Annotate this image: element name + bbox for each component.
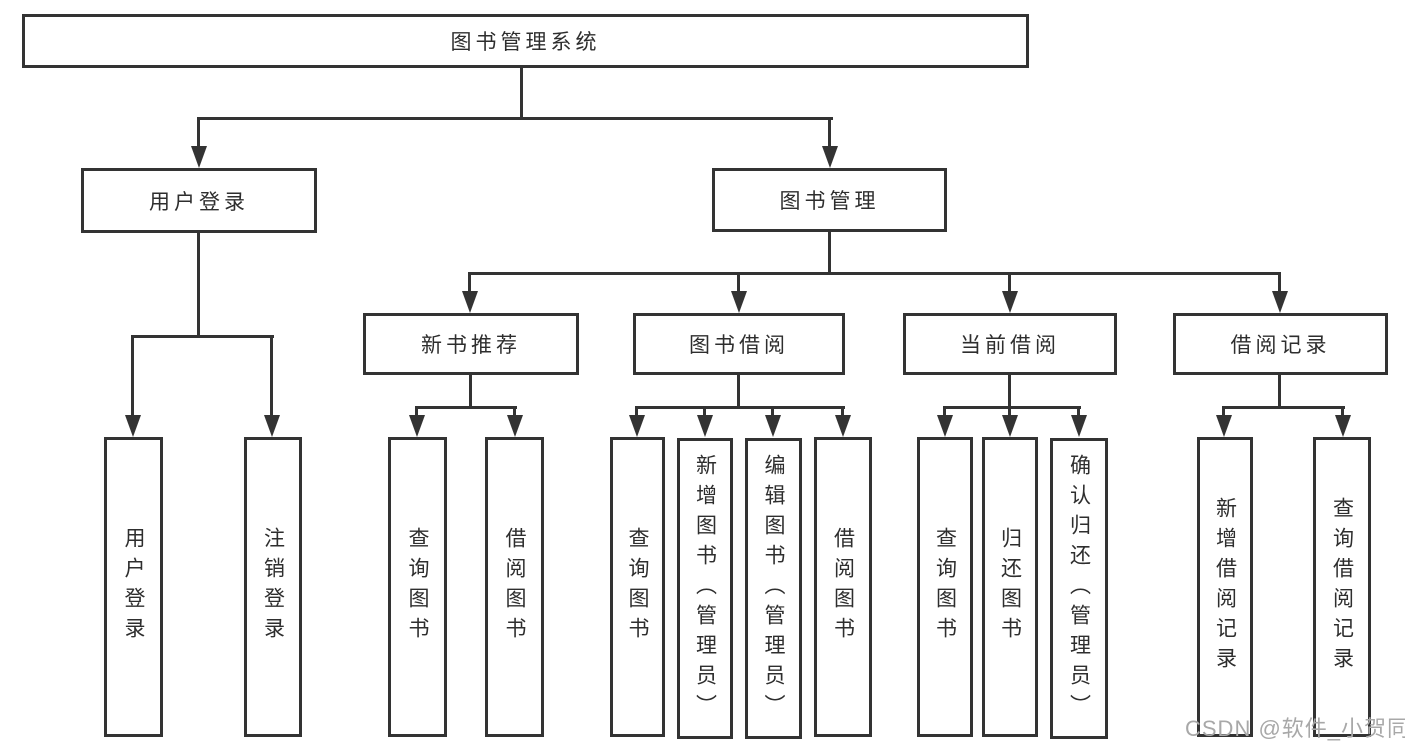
connector-line <box>415 406 418 417</box>
connector-line <box>131 335 134 417</box>
arrowhead-down-icon <box>1272 291 1288 313</box>
csdn-watermark: CSDN @软件_小贺同学 <box>1185 716 1405 741</box>
connector-line <box>1008 375 1011 408</box>
leaf-borrowrecord-add-label: 新增借阅记录 <box>1213 497 1237 677</box>
arrowhead-down-icon <box>125 415 141 437</box>
node-book-management-label: 图书管理 <box>779 190 880 213</box>
connector-line <box>415 406 517 409</box>
leaf-bookborrow-query: 查询图书 <box>610 437 665 737</box>
node-borrow-record: 借阅记录 <box>1173 313 1388 375</box>
arrowhead-down-icon <box>629 415 645 437</box>
leaf-borrowrecord-add: 新增借阅记录 <box>1197 437 1253 737</box>
arrowhead-down-icon <box>731 291 747 313</box>
connector-line <box>131 335 274 338</box>
arrowhead-down-icon <box>462 291 478 313</box>
connector-line <box>635 406 845 409</box>
connector-line <box>197 117 200 149</box>
connector-line <box>737 375 740 408</box>
node-user-login-label: 用户登录 <box>149 190 249 214</box>
leaf-bookborrow-add: 新增图书（管理员） <box>677 438 733 739</box>
node-current-borrow-label: 当前借阅 <box>960 334 1060 357</box>
connector-line <box>1278 375 1281 408</box>
connector-line <box>468 272 471 293</box>
connector-line <box>943 406 946 417</box>
node-root-label: 图书管理系统 <box>450 31 601 54</box>
node-user-login: 用户登录 <box>81 168 317 233</box>
leaf-borrowrecord-query: 查询借阅记录 <box>1313 437 1371 737</box>
node-book-borrow-label: 图书借阅 <box>689 334 789 357</box>
leaf-newbook-query-label: 查询图书 <box>406 527 429 647</box>
leaf-user-login-label: 用户登录 <box>122 527 145 647</box>
leaf-currentborrow-confirm-label: 确认归还（管理员） <box>1067 453 1091 724</box>
leaf-bookborrow-edit-label: 编辑图书（管理员） <box>762 453 785 724</box>
leaf-user-login: 用户登录 <box>104 437 163 737</box>
leaf-newbook-borrow-label: 借阅图书 <box>503 527 526 647</box>
connector-line <box>635 406 638 417</box>
node-borrow-record-label: 借阅记录 <box>1230 334 1331 357</box>
leaf-newbook-borrow: 借阅图书 <box>485 437 544 737</box>
connector-line <box>1341 406 1344 417</box>
leaf-logout-label: 注销登录 <box>261 527 285 647</box>
arrowhead-down-icon <box>937 415 953 437</box>
arrowhead-down-icon <box>1002 291 1018 313</box>
node-root: 图书管理系统 <box>22 14 1029 68</box>
leaf-newbook-query: 查询图书 <box>388 437 447 737</box>
connector-line <box>1278 272 1281 293</box>
leaf-bookborrow-borrow-label: 借阅图书 <box>831 527 855 647</box>
connector-line <box>520 68 523 119</box>
leaf-currentborrow-confirm: 确认归还（管理员） <box>1050 438 1108 739</box>
connector-line <box>1008 406 1011 417</box>
arrowhead-down-icon <box>1071 415 1087 437</box>
connector-line <box>1222 406 1345 409</box>
arrowhead-down-icon <box>765 415 781 437</box>
leaf-currentborrow-query-label: 查询图书 <box>933 527 957 647</box>
connector-line <box>828 232 831 274</box>
connector-line <box>469 375 472 408</box>
arrowhead-down-icon <box>835 415 851 437</box>
connector-line <box>513 406 516 417</box>
connector-line <box>828 117 831 149</box>
connector-line <box>703 406 706 417</box>
arrowhead-down-icon <box>409 415 425 437</box>
arrowhead-down-icon <box>1002 415 1018 437</box>
connector-line <box>841 406 844 417</box>
leaf-bookborrow-add-label: 新增图书（管理员） <box>693 453 717 724</box>
leaf-currentborrow-return-label: 归还图书 <box>998 527 1022 647</box>
leaf-borrowrecord-query-label: 查询借阅记录 <box>1330 497 1354 677</box>
node-new-book-recommend: 新书推荐 <box>363 313 579 375</box>
arrowhead-down-icon <box>1335 415 1351 437</box>
node-new-book-recommend-label: 新书推荐 <box>421 334 521 357</box>
arrowhead-down-icon <box>697 415 713 437</box>
arrowhead-down-icon <box>507 415 523 437</box>
leaf-bookborrow-edit: 编辑图书（管理员） <box>745 438 802 739</box>
connector-line <box>771 406 774 417</box>
connector-line <box>197 233 200 337</box>
leaf-bookborrow-query-label: 查询图书 <box>626 527 649 647</box>
arrowhead-down-icon <box>191 146 207 168</box>
arrowhead-down-icon <box>822 146 838 168</box>
connector-line <box>197 117 833 120</box>
node-book-borrow: 图书借阅 <box>633 313 845 375</box>
leaf-bookborrow-borrow: 借阅图书 <box>814 437 872 737</box>
connector-line <box>943 406 1081 409</box>
connector-line <box>1077 406 1080 417</box>
leaf-logout: 注销登录 <box>244 437 302 737</box>
leaf-currentborrow-return: 归还图书 <box>982 437 1038 737</box>
node-book-management: 图书管理 <box>712 168 947 232</box>
connector-line <box>270 335 273 417</box>
connector-line <box>737 272 740 293</box>
arrowhead-down-icon <box>264 415 280 437</box>
arrowhead-down-icon <box>1216 415 1232 437</box>
leaf-currentborrow-query: 查询图书 <box>917 437 973 737</box>
connector-line <box>468 272 1281 275</box>
node-current-borrow: 当前借阅 <box>903 313 1117 375</box>
connector-line <box>1008 272 1011 293</box>
connector-line <box>1222 406 1225 417</box>
